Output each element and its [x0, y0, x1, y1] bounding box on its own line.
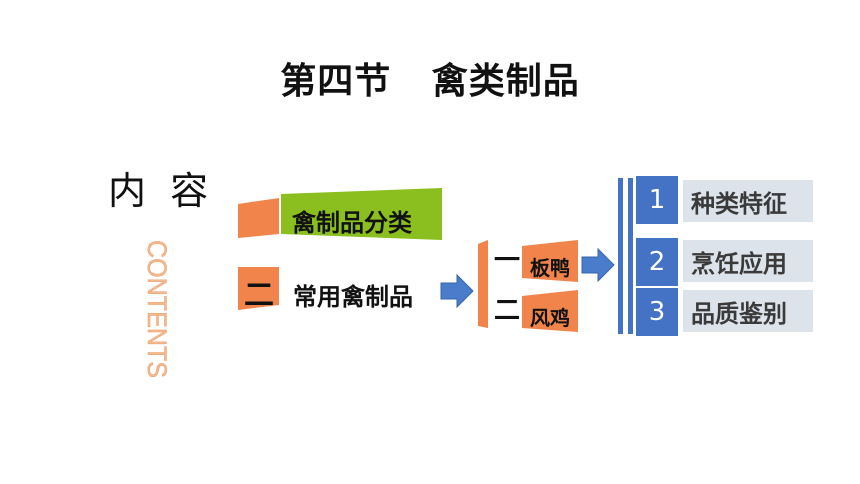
item-2-marker — [238, 267, 279, 310]
sub-item-1-banner — [522, 240, 578, 282]
sub-item-2-banner — [522, 290, 578, 332]
contents-vertical-text: CONTENTS — [143, 240, 171, 378]
feature-3-number: 3 — [636, 288, 678, 336]
features-bracket-outer — [618, 178, 623, 334]
item-1-label: 禽制品分类 — [292, 209, 412, 237]
features-bracket-inner — [628, 178, 633, 334]
sub-item-1-numeral: 一 — [494, 246, 521, 276]
contents-heading: 内 容 — [108, 169, 209, 213]
item-1-banner — [281, 188, 442, 240]
sub-item-2-numeral: 二 — [494, 296, 521, 326]
item-2-numeral: 二 — [244, 278, 274, 313]
feature-1-label: 种类特征 — [683, 180, 813, 222]
item-2-label: 常用禽制品 — [293, 283, 413, 311]
feature-2-label: 烹饪应用 — [683, 240, 813, 282]
item-1-marker — [238, 198, 279, 238]
feature-2-number: 2 — [636, 238, 678, 286]
sub-item-1-label: 板鸭 — [530, 256, 570, 280]
arrow-right-icon — [440, 273, 474, 309]
arrow-right-icon — [581, 247, 615, 283]
feature-1-number: 1 — [636, 176, 678, 224]
feature-3-label: 品质鉴别 — [683, 290, 813, 332]
sub-list-bracket — [478, 240, 488, 328]
sub-item-2-label: 风鸡 — [530, 306, 570, 330]
contents-vertical-label: CONTENTS — [143, 240, 171, 378]
slide-title: 第四节 禽类制品 — [280, 61, 580, 102]
